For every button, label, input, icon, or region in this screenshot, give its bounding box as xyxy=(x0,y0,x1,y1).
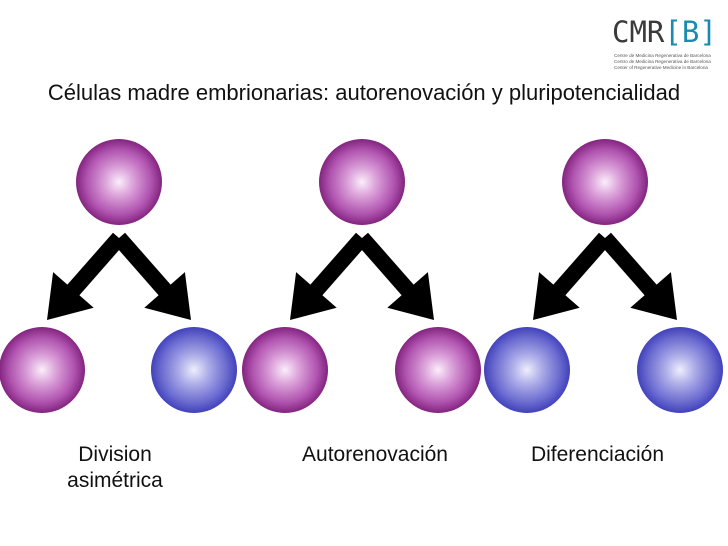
logo-wordmark: CMR[B] xyxy=(612,15,717,49)
daughter-cell-3-1 xyxy=(484,327,570,413)
daughter-cell-2-2 xyxy=(395,327,481,413)
parent-cell-1 xyxy=(76,139,162,225)
label-self-renewal-line1: Autorenovación xyxy=(302,443,448,466)
daughter-cell-2-1 xyxy=(242,327,328,413)
arrow-left-1 xyxy=(47,232,126,320)
arrow-left-2 xyxy=(290,232,369,320)
arrow-right-1 xyxy=(112,232,191,320)
label-asymmetric-division: Division asimétrica xyxy=(30,442,200,494)
logo-line-2: Centro de Medicina Regenerativa de Barce… xyxy=(614,59,711,64)
label-differentiation: Diferenciación xyxy=(510,442,685,468)
logo-cmr-text: CMR xyxy=(612,15,665,49)
label-differentiation-line1: Diferenciación xyxy=(530,443,665,466)
arrow-right-3 xyxy=(598,232,677,320)
cmrb-logo: CMR[B] Centre de Medicina Regenerativa d… xyxy=(612,12,722,78)
arrow-right-2 xyxy=(355,232,434,320)
label-self-renewal: Autorenovación xyxy=(280,442,470,468)
parent-cell-2 xyxy=(319,139,405,225)
label-asymmetric-line2: asimétrica xyxy=(67,469,163,492)
logo-line-3: Center of Regenerative Medicine in Barce… xyxy=(614,65,708,70)
daughter-cell-1-2 xyxy=(151,327,237,413)
label-asymmetric-line1: Division xyxy=(78,443,152,466)
logo-line-1: Centre de Medicina Regenerativa de Barce… xyxy=(614,53,711,58)
logo-b-text: B xyxy=(681,15,700,49)
daughter-cell-3-2 xyxy=(637,327,723,413)
parent-cell-3 xyxy=(562,139,648,225)
page-title: Células madre embrionarias: autorenovaci… xyxy=(47,80,681,105)
arrow-left-3 xyxy=(533,232,612,320)
daughter-cell-1-1 xyxy=(0,327,85,413)
